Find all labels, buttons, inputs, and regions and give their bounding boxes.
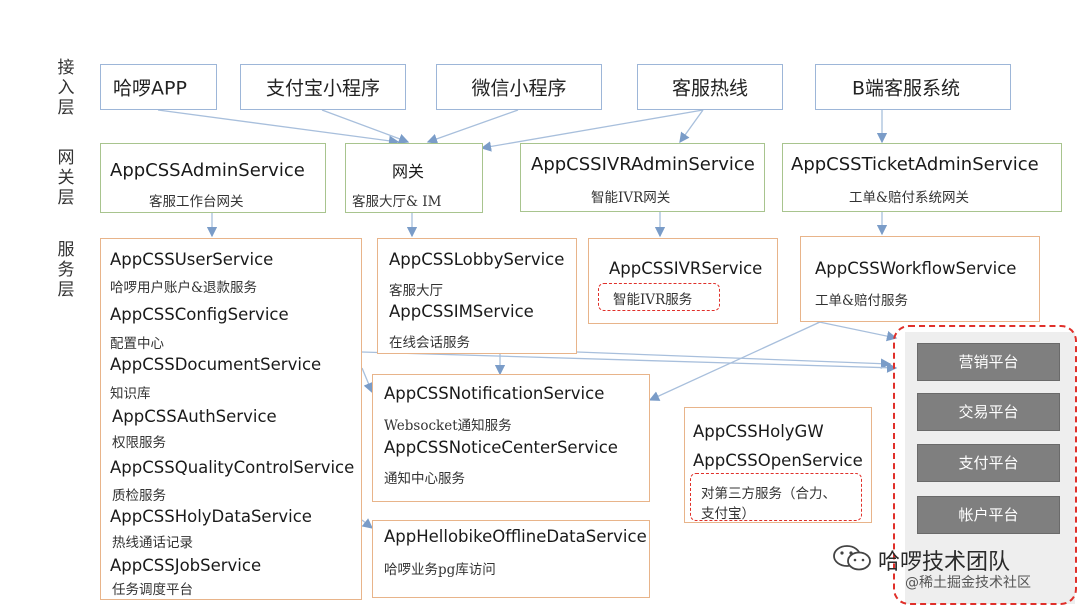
access-hotline-label: 客服热线 [671, 77, 748, 100]
gateway-desc: 客服大厅& IM [352, 194, 442, 210]
layer-label-gateway: 网 关 层 [57, 148, 75, 208]
platform-trade: 交易平台 [917, 393, 1060, 431]
svc-offline-name: AppHellobikeOfflineDataService [384, 527, 647, 546]
svc-ivr-name: AppCSSIVRService [609, 259, 763, 278]
gateway-ivr-admin-name: AppCSSIVRAdminService [531, 154, 755, 175]
svc-document-desc: 知识库 [110, 386, 151, 402]
svc-notification-desc: Websocket通知服务 [384, 418, 512, 434]
access-hello-app-label: 哈啰APP [113, 77, 187, 100]
wechat-logo-icon [833, 545, 871, 571]
svc-holygw-name: AppCSSHolyGW [693, 422, 824, 441]
access-hello-app: 哈啰APP [100, 64, 217, 110]
svc-holydata-name: AppCSSHolyDataService [110, 507, 312, 526]
svc-im-name: AppCSSIMService [389, 302, 534, 321]
gateway-admin-name: AppCSSAdminService [110, 160, 305, 181]
service-lobby-im-box: AppCSSLobbyService 客服大厅 AppCSSIMService … [377, 238, 577, 354]
gateway-admin-desc: 客服工作台网关 [149, 194, 244, 210]
gateway-ticket-admin-name: AppCSSTicketAdminService [791, 154, 1039, 175]
access-alipay-mini-label: 支付宝小程序 [265, 77, 380, 100]
service-workflow-box: AppCSSWorkflowService 工单&赔付服务 [800, 236, 1040, 322]
svc-notice-center-name: AppCSSNoticeCenterService [384, 438, 618, 457]
service-left-column: AppCSSUserService 哈啰用户账户&退款服务 AppCSSConf… [100, 238, 362, 600]
svc-user-desc: 哈啰用户账户&退款服务 [110, 280, 258, 296]
svc-auth-desc: 权限服务 [112, 435, 166, 451]
svc-workflow-name: AppCSSWorkflowService [815, 259, 1017, 278]
svc-job-name: AppCSSJobService [110, 556, 262, 575]
svc-quality-desc: 质检服务 [112, 488, 166, 504]
access-b-side: B端客服系统 [815, 64, 1011, 110]
svc-notice-center-desc: 通知中心服务 [384, 471, 465, 487]
access-wechat-mini: 微信小程序 [436, 64, 602, 110]
svc-lobby-name: AppCSSLobbyService [389, 250, 565, 269]
access-alipay-mini: 支付宝小程序 [240, 64, 406, 110]
layer-label-service: 服 务 层 [57, 240, 75, 300]
access-b-side-label: B端客服系统 [852, 77, 961, 100]
platform-highlight [893, 325, 1077, 605]
gateway-box: 网关 客服大厅& IM [345, 143, 483, 213]
svc-open-desc: 对第三方服务（合力、 支付宝） [701, 486, 836, 522]
svc-config-desc: 配置中心 [110, 336, 164, 352]
svc-holydata-desc: 热线通话记录 [112, 535, 193, 551]
gateway-ticket-admin-desc: 工单&赔付系统网关 [849, 190, 970, 206]
svc-workflow-desc: 工单&赔付服务 [815, 293, 909, 309]
open-highlight [690, 473, 862, 521]
svc-job-desc: 任务调度平台 [112, 582, 193, 598]
gateway-admin-box: AppCSSAdminService 客服工作台网关 [100, 143, 326, 213]
svc-quality-name: AppCSSQualityControlService [110, 458, 355, 477]
service-ivr-box: AppCSSIVRService 智能IVR服务 [588, 238, 778, 324]
layer-label-access: 接 入 层 [57, 58, 75, 118]
svc-document-name: AppCSSDocumentService [110, 355, 322, 374]
service-notification-box: AppCSSNotificationService Websocket通知服务 … [372, 374, 650, 502]
platform-marketing: 营销平台 [917, 343, 1060, 381]
platform-account: 帐户平台 [917, 496, 1060, 534]
platform-payment: 支付平台 [917, 444, 1060, 482]
service-holygw-open-box: AppCSSHolyGW AppCSSOpenService 对第三方服务（合力… [684, 407, 872, 523]
ivr-highlight [598, 283, 720, 311]
svc-im-desc: 在线会话服务 [389, 335, 470, 351]
gateway-ivr-admin-desc: 智能IVR网关 [591, 190, 671, 206]
svc-offline-desc: 哈啰业务pg库访问 [384, 562, 496, 578]
gateway-ivr-admin-box: AppCSSIVRAdminService 智能IVR网关 [520, 143, 765, 212]
service-offline-box: AppHellobikeOfflineDataService 哈啰业务pg库访问 [372, 520, 650, 598]
svc-open-name: AppCSSOpenService [693, 451, 863, 470]
svc-auth-name: AppCSSAuthService [112, 407, 277, 426]
svc-notification-name: AppCSSNotificationService [384, 384, 605, 403]
svc-lobby-desc: 客服大厅 [389, 283, 443, 299]
svc-user-name: AppCSSUserService [110, 250, 274, 269]
watermark-sub: @稀土掘金技术社区 [905, 575, 1031, 591]
gateway-ticket-admin-box: AppCSSTicketAdminService 工单&赔付系统网关 [782, 143, 1062, 212]
access-wechat-mini-label: 微信小程序 [471, 77, 567, 100]
watermark-title: 哈啰技术团队 [878, 550, 1011, 575]
svc-config-name: AppCSSConfigService [110, 305, 289, 324]
svc-ivr-desc: 智能IVR服务 [613, 292, 693, 308]
gateway-name: 网关 [392, 162, 425, 181]
access-hotline: 客服热线 [637, 64, 783, 110]
